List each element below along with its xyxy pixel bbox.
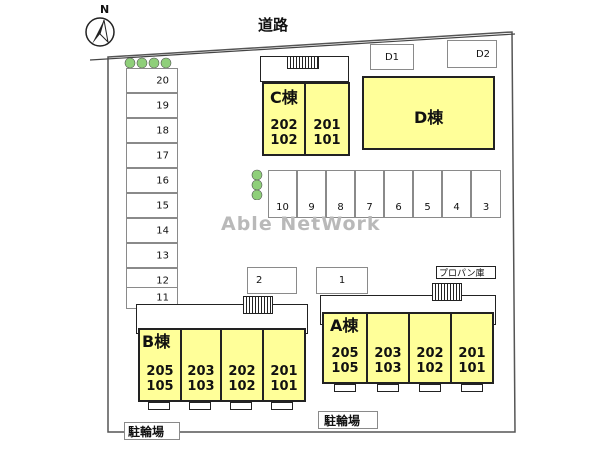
bicycle-parking-left	[124, 422, 180, 440]
tree-column-middle	[250, 168, 264, 201]
parking-slot-2: 2	[247, 267, 297, 294]
d-building: D棟	[362, 76, 495, 150]
parking-slot-8: 8	[326, 170, 355, 218]
parking-slot-14: 14	[126, 218, 178, 243]
parking-slot-10: 10	[268, 170, 297, 218]
c-building-label: C棟	[270, 88, 298, 107]
a-building-label: A棟	[330, 316, 359, 335]
a-building-step-4	[461, 384, 483, 392]
road-label: 道路	[258, 16, 289, 34]
propane-storage	[436, 266, 496, 279]
compass-icon	[82, 6, 118, 50]
watermark: Able NetWork	[221, 213, 381, 235]
parking-slot-20: 20	[126, 68, 178, 93]
compass-letter: N	[100, 3, 110, 16]
parking-slot-d2: D2	[447, 40, 497, 68]
a-building-step-1	[334, 384, 356, 392]
bicycle-parking-right-label: 駐輪場	[324, 414, 361, 428]
a-building-step-2	[377, 384, 399, 392]
a-building-stairs	[432, 283, 462, 301]
parking-slot-d1: D1	[370, 44, 414, 70]
b-building-step-3	[230, 402, 252, 410]
parking-slot-16: 16	[126, 168, 178, 193]
b-building-stairs	[243, 296, 273, 314]
c-building-stairs	[287, 56, 319, 69]
b-building-step-2	[189, 402, 211, 410]
parking-slot-15: 15	[126, 193, 178, 218]
a-building-step-3	[419, 384, 441, 392]
propane-label: プロパン庫	[439, 269, 485, 279]
parking-slot-13: 13	[126, 243, 178, 268]
b-building-step-4	[271, 402, 293, 410]
d-building-label: D棟	[414, 108, 444, 127]
b-building-step-1	[148, 402, 170, 410]
parking-slot-5: 5	[413, 170, 442, 218]
bicycle-parking-left-label: 駐輪場	[128, 425, 165, 439]
parking-slot-4: 4	[442, 170, 471, 218]
parking-slot-9: 9	[297, 170, 326, 218]
parking-slot-6: 6	[384, 170, 413, 218]
parking-slot-1: 1	[316, 267, 368, 294]
bicycle-parking-right	[318, 411, 378, 429]
b-building-label: B棟	[142, 332, 171, 351]
parking-slot-7: 7	[355, 170, 384, 218]
parking-slot-17: 17	[126, 143, 178, 168]
parking-slot-3: 3	[471, 170, 501, 218]
parking-slot-18: 18	[126, 118, 178, 143]
tree-row-top	[122, 54, 174, 69]
parking-slot-19: 19	[126, 93, 178, 118]
